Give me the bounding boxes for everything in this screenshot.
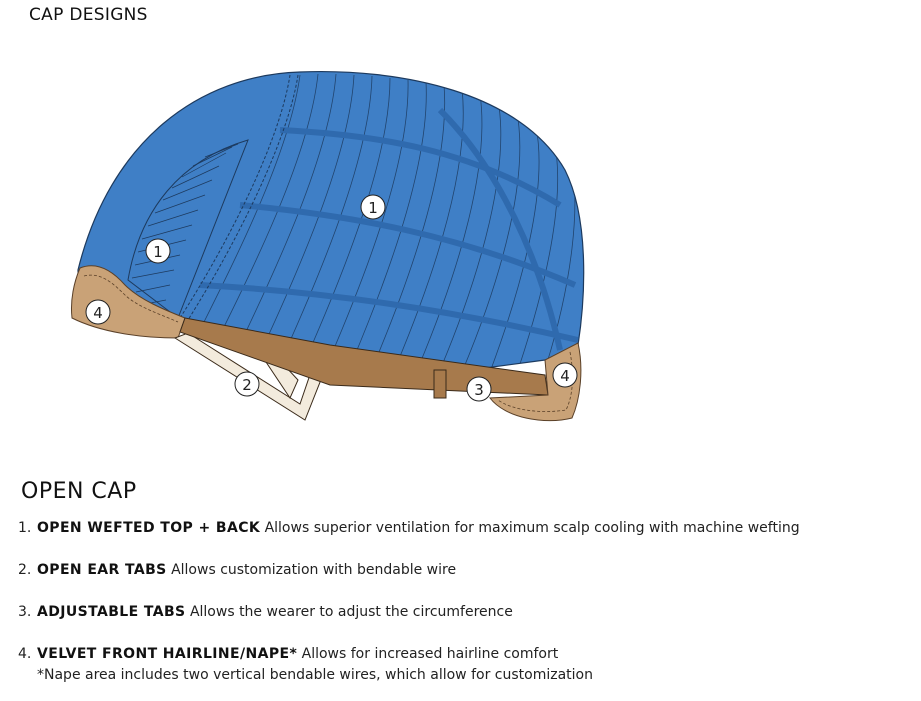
feature-item: 4. VELVET FRONT HAIRLINE/NAPE* Allows for… [18, 645, 593, 684]
feature-number: 2. [18, 562, 32, 578]
feature-item: 2. OPEN EAR TABS Allows customization wit… [18, 561, 456, 579]
section-title: CAP DESIGNS [29, 5, 148, 25]
cap-heading: OPEN CAP [21, 479, 137, 504]
feature-name: OPEN WEFTED TOP + BACK [37, 520, 261, 536]
feature-description: Allows for increased hairline comfort [301, 646, 559, 662]
callout-1-ear: 1 [145, 238, 171, 264]
callout-4-front: 4 [85, 299, 111, 325]
cap-body [77, 70, 585, 371]
seam-bands [199, 107, 579, 351]
callout-4-nape: 4 [552, 362, 578, 388]
svg-text:1: 1 [368, 199, 378, 217]
ear-panel [127, 139, 249, 319]
feature-name: OPEN EAR TABS [37, 562, 167, 578]
feature-description: Allows customization with bendable wire [171, 562, 457, 578]
callout-2: 2 [234, 371, 260, 397]
svg-text:2: 2 [242, 376, 252, 394]
callout-1-top: 1 [360, 194, 386, 220]
feature-item: 3. ADJUSTABLE TABS Allows the wearer to a… [18, 603, 513, 621]
feature-name: VELVET FRONT HAIRLINE/NAPE* [37, 646, 298, 662]
feature-description: Allows superior ventilation for maximum … [264, 520, 800, 536]
velvet-nape-tab [489, 342, 582, 422]
front-seam-inner [187, 74, 299, 321]
callout-3: 3 [466, 376, 492, 402]
feature-number: 4. [18, 646, 32, 662]
svg-text:4: 4 [93, 304, 103, 322]
feature-footnote: *Nape area includes two vertical bendabl… [37, 667, 593, 683]
feature-number: 3. [18, 604, 32, 620]
front-seam [179, 74, 291, 319]
cap-diagram: 1 1 2 3 4 4 [71, 70, 585, 422]
svg-text:4: 4 [560, 367, 570, 385]
feature-name: ADJUSTABLE TABS [37, 604, 186, 620]
svg-text:3: 3 [474, 381, 484, 399]
svg-text:1: 1 [153, 243, 163, 261]
feature-number: 1. [18, 520, 32, 536]
feature-item: 1. OPEN WEFTED TOP + BACK Allows superior… [18, 519, 800, 537]
feature-description: Allows the wearer to adjust the circumfe… [189, 604, 513, 620]
